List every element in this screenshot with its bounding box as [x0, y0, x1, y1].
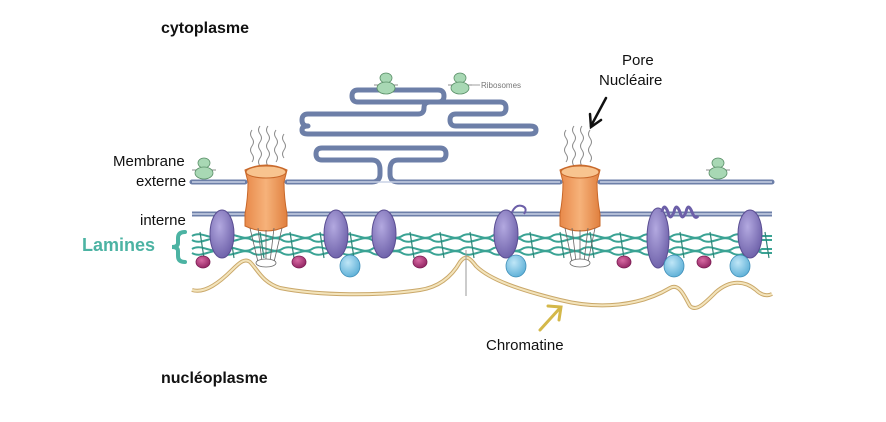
pore-arrow: [588, 96, 608, 130]
inner-membrane-label: interne: [140, 212, 186, 229]
lamines-bracket: [171, 230, 187, 264]
protein-coil-small: [511, 204, 527, 215]
ribosome-2: [448, 72, 472, 95]
ribosomes-label: Ribosomes: [481, 81, 521, 90]
nuclear-lamina: [191, 233, 772, 256]
nuclear-pore-1: [244, 125, 288, 268]
outer-membrane-label-line1: Membrane: [113, 153, 185, 170]
nucleoplasm-label: nucléoplasme: [161, 370, 268, 387]
ribosomes: [192, 72, 730, 180]
magenta-lamina-proteins: [195, 255, 712, 269]
chromatin-fiber: [191, 255, 773, 311]
cytoplasm-label: cytoplasme: [161, 20, 250, 37]
pore-label-line1: Pore: [622, 52, 654, 69]
blue-lamina-proteins: [339, 254, 751, 278]
protein-coil: [660, 205, 700, 219]
nuclear-pore-2: [559, 125, 601, 268]
outer-membrane-label-line2: externe: [136, 173, 187, 190]
inner-membrane-proteins: [209, 207, 763, 269]
ribosome-4: [706, 157, 730, 180]
lamines-label: Lamines: [82, 235, 156, 255]
chromatin-label: Chromatine: [486, 337, 564, 354]
ribosome-1: [374, 72, 398, 95]
pore-label-line2: Nucléaire: [599, 72, 663, 89]
chromatin-arrow: [538, 304, 563, 332]
ribosome-3: [192, 157, 216, 180]
